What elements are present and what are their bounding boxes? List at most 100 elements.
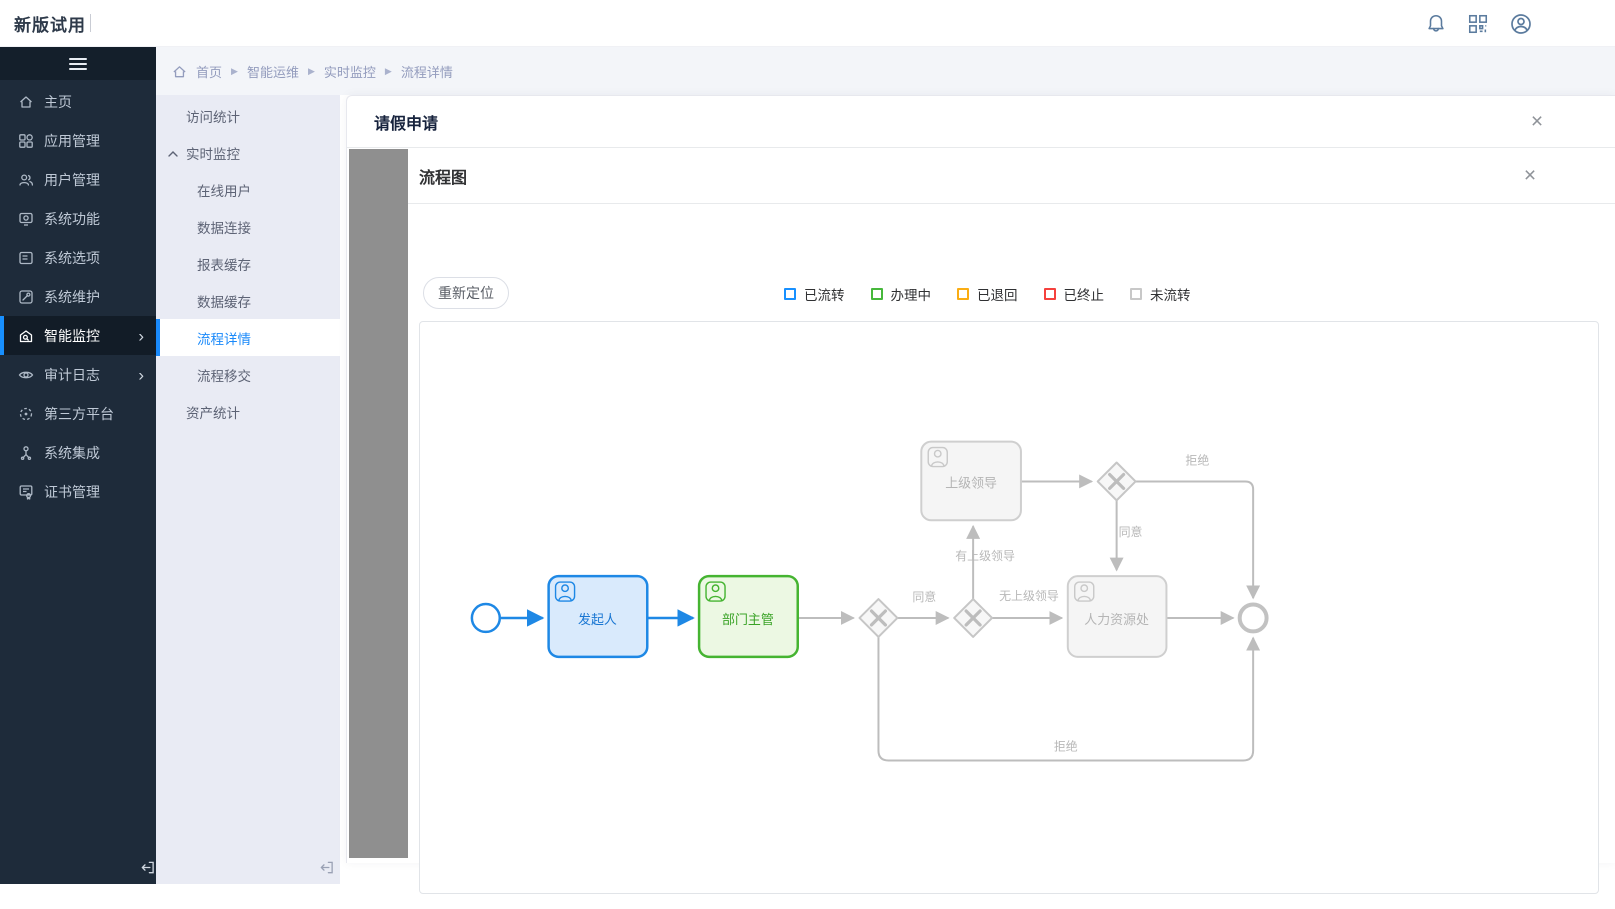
sidebar-item-audit-log[interactable]: 审计日志 › — [0, 355, 156, 394]
topbar-actions — [1425, 0, 1533, 47]
sidebar-item-system-options[interactable]: 系统选项 — [0, 238, 156, 277]
breadcrumb-current: 流程详情 — [400, 64, 453, 80]
system-options-icon — [19, 251, 33, 264]
pending-connectors — [797, 474, 1261, 762]
legend-item-not-flowed: 未流转 — [1130, 284, 1191, 304]
submenu-item-realtime-monitor[interactable]: 实时监控 — [156, 134, 340, 171]
sidebar-item-users[interactable]: 用户管理 — [0, 160, 156, 199]
user-avatar-icon[interactable] — [1509, 12, 1533, 36]
task-dept-manager-label: 部门主管 — [722, 612, 774, 627]
sidebar-item-system-functions[interactable]: 系统功能 — [0, 199, 156, 238]
sidebar-item-smart-monitor[interactable]: 智能监控 › — [0, 316, 156, 355]
submenu-item-access-stats[interactable]: 访问统计 — [186, 109, 240, 125]
edge-label-agree-mid: 同意 — [912, 589, 936, 604]
breadcrumb-separator-icon: ▶ — [384, 65, 392, 76]
submenu-item-data-connections[interactable]: 数据连接 — [197, 220, 251, 236]
apps-icon — [19, 133, 33, 148]
sidebar-item-certificate[interactable]: 证书管理 — [0, 472, 156, 511]
exclusive-gateway-3 — [1096, 461, 1137, 502]
home-icon — [20, 95, 32, 108]
overlay-strip — [349, 149, 408, 858]
legend-item-returned: 已退回 — [957, 284, 1018, 304]
relocate-button[interactable]: 重新定位 — [423, 277, 509, 309]
edge-label-reject-top: 拒绝 — [1185, 453, 1209, 468]
task-hr-office-label: 人力资源处 — [1084, 612, 1149, 627]
sidebar-item-label: 系统功能 — [44, 210, 100, 227]
legend-item-in-progress: 办理中 — [870, 284, 931, 304]
submenu-item-process-transfer[interactable]: 流程移交 — [197, 368, 251, 384]
sidebar-toggle-button[interactable] — [0, 47, 156, 80]
brand-divider — [90, 14, 91, 32]
submenu-item-asset-stats[interactable]: 资产统计 — [186, 405, 240, 421]
breadcrumb-home[interactable]: 首页 — [196, 64, 223, 80]
brand-title: 新版试用 — [14, 15, 86, 35]
primary-menu: 主页 应用管理 用户管理 系统功能 系统选项 系统维护 — [0, 80, 156, 511]
notification-bell-icon[interactable] — [1425, 13, 1447, 35]
legend-swatch-blue — [784, 288, 796, 300]
third-party-icon — [19, 407, 33, 420]
sidebar-item-label: 智能监控 — [44, 327, 100, 344]
audit-log-icon — [18, 371, 34, 378]
submenu-item-online-users[interactable]: 在线用户 — [197, 183, 251, 199]
sidebar-item-label: 系统维护 — [44, 288, 100, 305]
sidebar-item-label: 证书管理 — [44, 483, 100, 500]
panel-header: 流程图 × — [408, 148, 1615, 204]
sidebar-item-label: 审计日志 — [44, 366, 100, 383]
submenu-item-report-cache[interactable]: 报表缓存 — [197, 257, 251, 273]
users-icon — [19, 173, 34, 186]
legend-swatch-gray — [1130, 288, 1142, 300]
system-maintenance-icon — [19, 289, 33, 304]
panel-title: 流程图 — [419, 169, 468, 187]
flow-diagram-panel: 流程图 × 重新定位 已流转 办理中 已退回 — [408, 148, 1615, 894]
legend-item-flowed: 已流转 — [784, 284, 845, 304]
secondary-sidebar: 访问统计 实时监控 在线用户 数据连接 报表缓存 数据缓存 流程详情 流程移交 … — [156, 95, 340, 884]
breadcrumb-smart-ops[interactable]: 智能运维 — [246, 64, 299, 80]
top-bar: 新版试用 — [0, 0, 1615, 47]
certificate-icon — [19, 484, 33, 500]
system-functions-icon — [19, 212, 33, 226]
sidebar-item-label: 系统选项 — [44, 249, 100, 266]
legend-swatch-red — [1043, 288, 1056, 300]
sidebar-item-home[interactable]: 主页 — [0, 82, 156, 121]
breadcrumb-realtime-monitor[interactable]: 实时监控 — [323, 64, 376, 80]
chevron-right-icon: › — [138, 326, 144, 345]
bpmn-canvas[interactable]: 发起人 部门主管 — [419, 321, 1599, 894]
task-dept-manager: 部门主管 — [697, 574, 799, 659]
submenu-collapse-icon[interactable] — [319, 860, 334, 880]
edge-label-reject-bottom: 拒绝 — [1054, 738, 1078, 753]
task-initiator: 发起人 — [547, 574, 649, 659]
modal-title: 请假申请 — [374, 115, 439, 133]
status-legend: 已流转 办理中 已退回 已终止 未流转 — [784, 284, 1191, 304]
sidebar-item-label: 用户管理 — [44, 171, 100, 188]
breadcrumb-separator-icon: ▶ — [231, 65, 238, 76]
sidebar-item-integration[interactable]: 系统集成 — [0, 433, 156, 472]
submenu-item-process-detail[interactable]: 流程详情 — [156, 319, 340, 356]
qr-code-icon[interactable] — [1467, 13, 1489, 35]
edge-label-has-superior: 有上级领导 — [955, 549, 1015, 563]
integration-icon — [20, 445, 32, 460]
chevron-up-icon — [168, 145, 178, 160]
sidebar-item-system-maintenance[interactable]: 系统维护 — [0, 277, 156, 316]
breadcrumb: 首页 ▶ 智能运维 ▶ 实时监控 ▶ 流程详情 — [156, 47, 1615, 95]
sidebar-collapse-icon[interactable] — [140, 860, 155, 880]
legend-item-terminated: 已终止 — [1043, 284, 1104, 304]
sidebar-item-label: 应用管理 — [44, 132, 100, 149]
legend-swatch-orange — [957, 288, 969, 300]
edge-label-no-superior: 无上级领导 — [999, 589, 1059, 603]
edge-label-agree-top: 同意 — [1119, 524, 1143, 539]
task-hr-office: 人力资源处 — [1066, 575, 1168, 658]
submenu-item-data-cache[interactable]: 数据缓存 — [197, 294, 251, 310]
legend-swatch-green — [870, 288, 883, 300]
primary-sidebar: 主页 应用管理 用户管理 系统功能 系统选项 系统维护 — [0, 47, 156, 884]
panel-close-icon[interactable]: × — [1512, 150, 1548, 202]
leave-request-modal: 请假申请 × 流程图 × 重新定位 已流转 办理中 — [346, 95, 1615, 894]
task-superior-leader: 上级领导 — [920, 440, 1022, 522]
modal-close-icon[interactable]: × — [1519, 96, 1555, 148]
secondary-menu: 访问统计 实时监控 在线用户 数据连接 报表缓存 数据缓存 流程详情 流程移交 … — [156, 95, 340, 430]
sidebar-item-apps[interactable]: 应用管理 — [0, 121, 156, 160]
exclusive-gateway-2 — [953, 598, 994, 638]
start-event — [470, 602, 502, 634]
sidebar-item-label: 主页 — [44, 93, 72, 110]
sidebar-item-third-party[interactable]: 第三方平台 — [0, 394, 156, 433]
